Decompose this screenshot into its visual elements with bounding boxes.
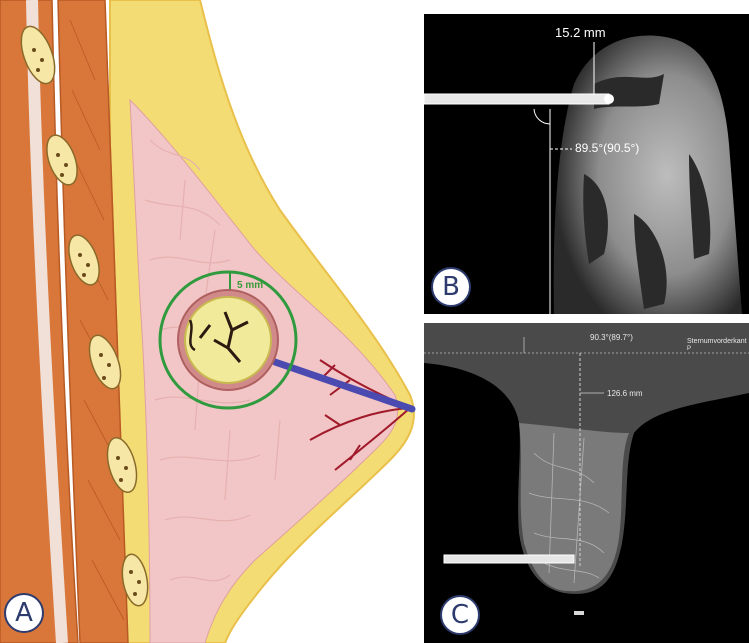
illustration-panel-a bbox=[0, 0, 420, 643]
margin-label: 5 mm bbox=[237, 280, 263, 291]
angle-label-b: 89.5°(90.5°) bbox=[575, 141, 639, 155]
tumor bbox=[185, 297, 271, 383]
panel-label-b: B bbox=[431, 267, 471, 307]
reference-label-c: Sternumvorderkant bbox=[687, 338, 747, 345]
breast-anatomy-illustration bbox=[0, 0, 420, 643]
mri-panel-c bbox=[424, 323, 749, 643]
mri-panel-b bbox=[424, 14, 749, 314]
distance-label-c: 126.6 mm bbox=[607, 389, 643, 398]
panel-label-c: C bbox=[440, 595, 480, 635]
angle-label-c: 90.3°(89.7°) bbox=[590, 333, 633, 342]
mri-image-b bbox=[424, 14, 749, 314]
wire-needle-c bbox=[444, 555, 574, 563]
panel-label-a: A bbox=[4, 593, 44, 633]
mri-image-c bbox=[424, 323, 749, 643]
wire-needle-b bbox=[424, 94, 609, 104]
distance-label-b: 15.2 mm bbox=[555, 25, 606, 40]
reference-sub-c: P bbox=[687, 346, 691, 352]
